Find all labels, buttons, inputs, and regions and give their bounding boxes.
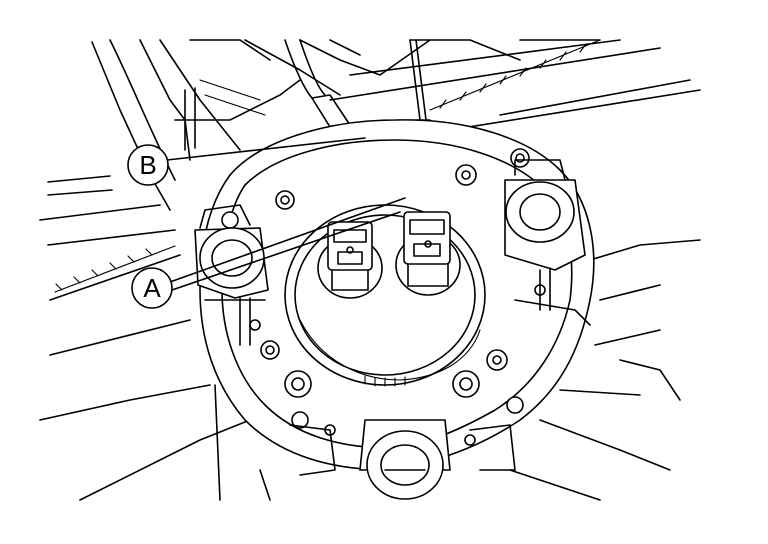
callout-b: B: [127, 144, 169, 186]
side-pod-left: [194, 204, 269, 346]
side-pod-right: [504, 159, 591, 326]
connector-right: [395, 211, 461, 296]
bottom-clamp: [289, 419, 516, 500]
leader-line-b: [166, 137, 366, 161]
leader-line-a-upper: [169, 197, 406, 283]
flange-hardware: [221, 148, 546, 446]
callout-a: A: [131, 267, 173, 309]
connector-left: [317, 221, 383, 299]
leader-line-a-lower: [171, 211, 401, 291]
callout-a-label: A: [143, 273, 161, 303]
background-body-panels: [39, 39, 701, 501]
leader-lines: [166, 137, 406, 291]
pump-flange: [199, 119, 595, 471]
callout-b-label: B: [139, 150, 156, 180]
